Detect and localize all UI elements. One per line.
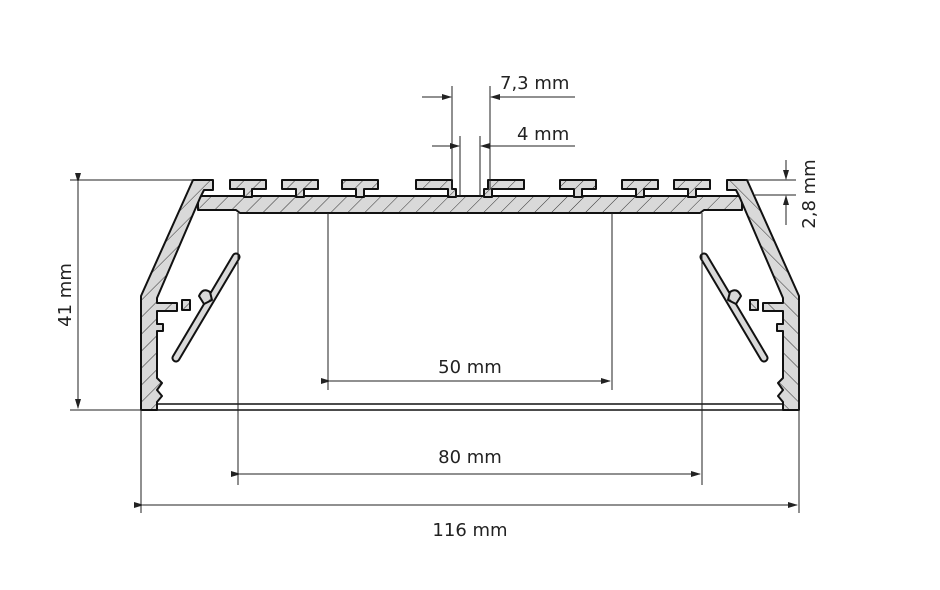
dimension-height: 41 mm: [55, 173, 193, 411]
fin: [483, 179, 525, 198]
fin: [281, 179, 319, 198]
height-label: 41 mm: [55, 263, 76, 327]
fin-gap-label: 4 mm: [517, 124, 569, 145]
cooling-fins: [229, 179, 711, 198]
diffuser-line: [157, 403, 783, 411]
fin: [229, 179, 267, 198]
dimension-fin-gap: 4 mm: [432, 124, 575, 196]
total-width-label: 116 mm: [432, 520, 507, 541]
inner-width-label: 80 mm: [438, 447, 502, 468]
fin: [559, 179, 597, 198]
fin-height-label: 2,8 mm: [799, 159, 820, 228]
fin: [621, 179, 659, 198]
top-plate: [197, 195, 743, 214]
fin: [341, 179, 379, 198]
dimension-fin-pitch: 7,3 mm: [422, 73, 575, 190]
center-width-label: 50 mm: [438, 357, 502, 378]
dimension-center-width: 50 mm: [321, 213, 613, 390]
fin: [673, 179, 711, 198]
dimension-total-width: 116 mm: [134, 300, 800, 541]
fin-pitch-label: 7,3 mm: [500, 73, 569, 94]
dimension-fin-height: 2,8 mm: [745, 159, 820, 229]
left-wall: [140, 179, 241, 411]
fin: [415, 179, 457, 198]
profile-section: [140, 179, 799, 411]
right-wall: [704, 180, 799, 410]
dimension-inner-width: 80 mm: [231, 213, 703, 485]
